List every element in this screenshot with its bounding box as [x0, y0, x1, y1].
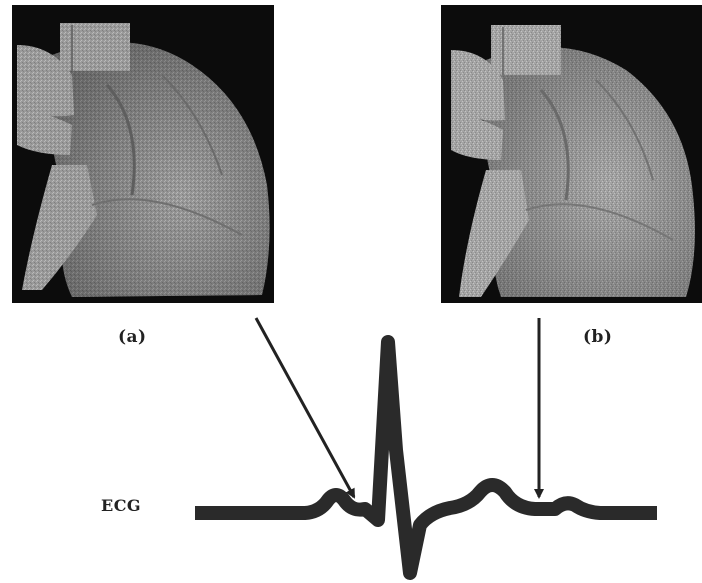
ecg-waveform	[195, 342, 657, 573]
arrow-panel-a-to-ecg	[256, 318, 354, 497]
